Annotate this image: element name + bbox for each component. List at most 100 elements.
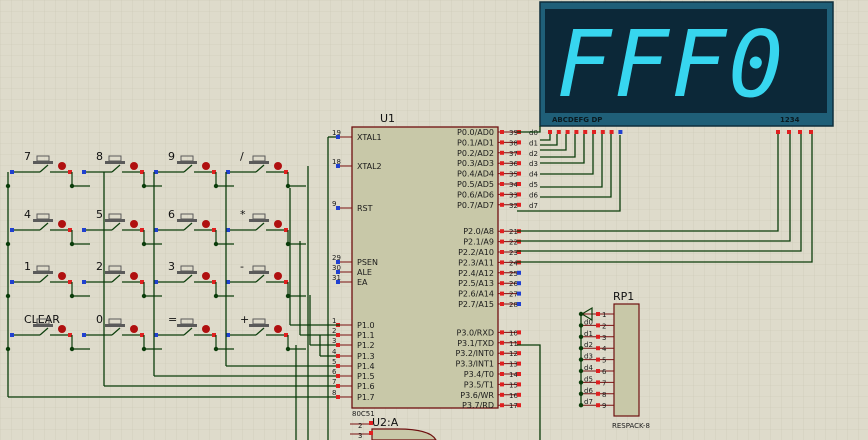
pin-marker [500,302,504,306]
display-digit-pin[interactable] [809,130,813,134]
display-segment-pin[interactable] [618,130,623,134]
keypad-button-[interactable]: / [226,150,306,189]
display-segment-pin[interactable] [548,130,552,134]
key-label: 8 [96,150,103,163]
key-cap [108,265,122,272]
keypad-button-6[interactable]: 6 [154,208,234,247]
pin-marker [517,150,521,155]
rpack-pin-1[interactable]: 1 [578,311,614,319]
rpack-pin-6[interactable]: 6d4 [578,364,614,376]
keypad-button-4[interactable]: 4 [5,208,90,247]
keypad-button-0[interactable]: 0 [82,313,162,352]
u2-gate[interactable]: U2:A 2 3 [350,416,437,440]
pin-name: P1.0 [357,321,375,330]
display-digits: FFF0 [556,11,786,118]
keypad-button-3[interactable]: 3 [154,260,234,299]
display-segment-pin[interactable] [574,130,579,134]
rpack-pin-9[interactable]: 9d7 [578,398,614,410]
display-digit-pin[interactable] [798,130,802,134]
net-label: d6 [584,387,593,395]
net-label: d4 [529,171,538,179]
pin-marker [212,333,216,337]
keypad-button-5[interactable]: 5 [82,208,162,247]
key-actuator [105,271,125,274]
display-segment-pin[interactable] [609,130,614,134]
display-segment-pin[interactable] [592,130,596,134]
keypad-button-2[interactable]: 2 [82,260,162,299]
key-contact [183,327,193,336]
junction-dot [285,241,291,247]
mcu-body[interactable] [351,126,499,409]
display-digit-pin[interactable] [776,130,780,134]
pin-marker [517,302,521,306]
keypad-button-[interactable]: = [154,313,234,352]
pin-marker [500,182,504,186]
key-label: = [168,313,177,326]
display-segment-pin[interactable] [600,130,605,134]
display-segment-pin[interactable] [583,130,588,134]
keypad-button-clear[interactable]: CLEAR [5,313,90,352]
keypad-button-1[interactable]: 1 [5,260,90,299]
key-actuator [249,271,269,274]
keypad-button-8[interactable]: 8 [82,150,162,189]
seven-segment-display[interactable]: FFF0 ABCDEFG DP 1234 [539,1,834,134]
key-indicator [202,162,210,170]
keypad-button-[interactable]: - [226,260,306,299]
display-digit-pin[interactable] [787,130,791,134]
display-segment-pin[interactable] [556,130,561,134]
pin-marker [517,270,521,275]
keypad-button-7[interactable]: 7 [5,150,90,189]
keypad-button-[interactable]: + [226,313,306,352]
pin-marker [212,170,216,174]
pin-name: P2.4/A12 [458,269,494,278]
display-segment-pin[interactable] [565,130,570,134]
keypad-button-9[interactable]: 9 [154,150,234,189]
rpack-pin-7[interactable]: 7d5 [578,375,614,387]
pin-number: 37 [509,150,518,158]
pin-marker [284,170,288,174]
pin-number: 7 [332,378,336,386]
pin-number: 31 [332,274,341,282]
net-label: d1 [584,330,593,338]
keypad-button-[interactable]: * [226,208,306,247]
